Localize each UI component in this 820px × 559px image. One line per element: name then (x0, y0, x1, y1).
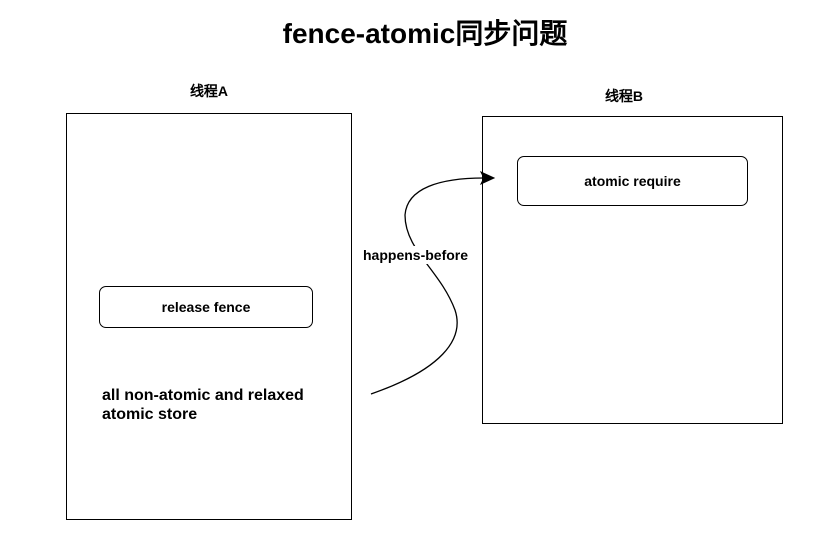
atomic-require-label: atomic require (584, 173, 681, 189)
happens-before-arrow (370, 177, 485, 395)
thread-a-label: 线程A (189, 83, 229, 99)
arrowhead-icon (479, 170, 496, 186)
diagram-title: fence-atomic同步问题 (282, 18, 568, 49)
release-fence-label: release fence (161, 299, 251, 315)
store-note: all non-atomic and relaxed atomic store (102, 387, 304, 423)
thread-b-label: 线程B (604, 88, 644, 104)
release-fence-node: release fence (99, 286, 313, 328)
atomic-require-node: atomic require (517, 156, 748, 206)
happens-before-label: happens-before (363, 246, 469, 264)
